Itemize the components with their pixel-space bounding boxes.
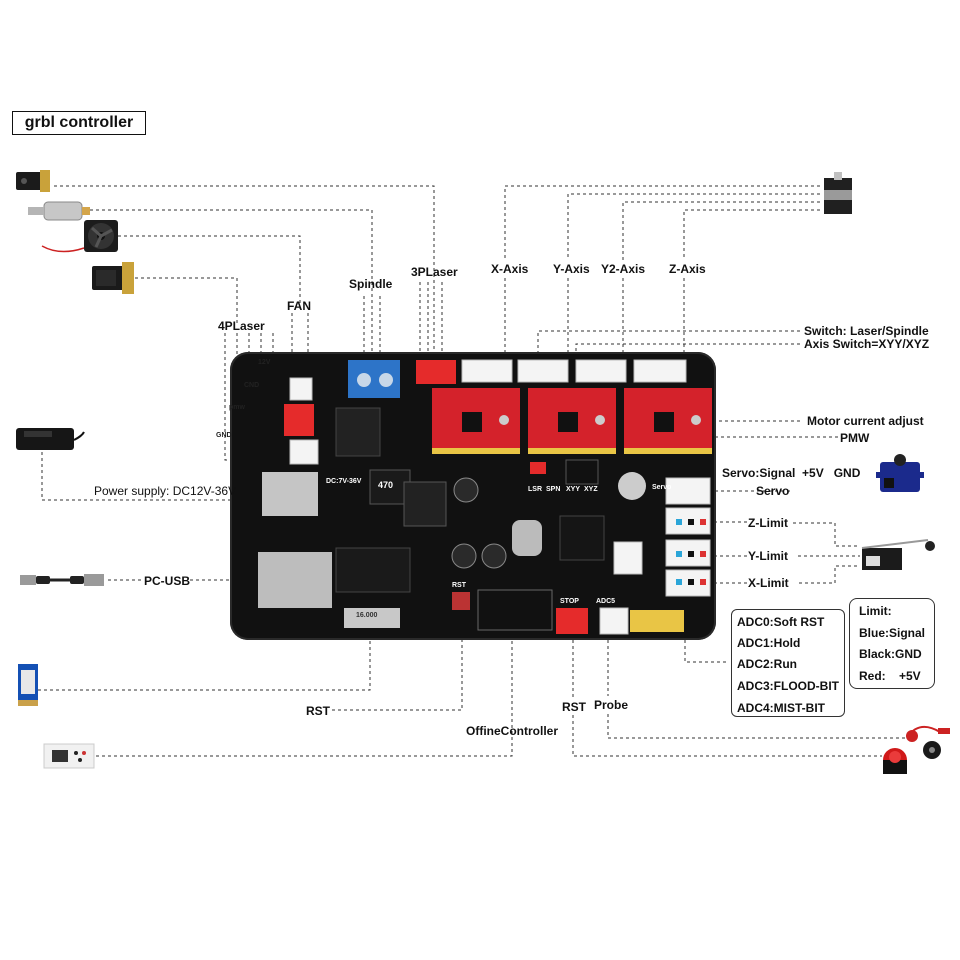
silk-stop: STOP xyxy=(560,598,579,605)
inductor xyxy=(369,469,411,505)
z-axis-line xyxy=(683,209,820,260)
usb-port xyxy=(258,552,332,608)
silk-crystal: 16.000 xyxy=(356,612,378,619)
z-axis-connector xyxy=(633,359,687,383)
offline-header xyxy=(477,589,553,631)
label-switch-laser: Switch: Laser/Spindle xyxy=(804,324,929,338)
limit-item: Red: +5V xyxy=(859,669,921,683)
label-pc-usb: PC-USB xyxy=(144,574,191,588)
servo-connector xyxy=(665,477,711,505)
rst-header xyxy=(344,608,400,628)
power-adapter-icon xyxy=(16,428,85,450)
y-axis-connector xyxy=(517,359,569,383)
pin-pmw: pmw xyxy=(229,404,245,411)
label-offline-controller: OffineController xyxy=(466,724,558,738)
label-x-axis: X-Axis xyxy=(491,262,529,276)
switch-jumper xyxy=(530,462,546,474)
label-probe: Probe xyxy=(594,698,629,712)
limit-switch-icon xyxy=(861,539,935,570)
offline-controller-icon xyxy=(43,743,95,769)
silk-lsr: LSR xyxy=(528,486,542,493)
adc-item: ADC0:Soft RST xyxy=(737,615,825,629)
spindle-motor-icon xyxy=(28,201,90,221)
label-motor-current: Motor current adjust xyxy=(807,414,924,428)
y2-axis-connector xyxy=(575,359,627,383)
stepper-motor-icon xyxy=(824,172,852,214)
stop-button-icon xyxy=(883,748,907,774)
adc-item: ADC4:MIST-BIT xyxy=(737,701,825,715)
label-y2-axis: Y2-Axis xyxy=(601,262,646,276)
pin-12v: 12V xyxy=(258,359,271,366)
fan-line xyxy=(118,235,301,310)
adc-legend-box: ADC0:Soft RST ADC1:Hold ADC2:Run ADC3:FL… xyxy=(731,609,845,717)
laser4p-connector xyxy=(289,439,319,465)
adc-item: ADC2:Run xyxy=(737,657,797,671)
x-axis-line xyxy=(504,185,820,260)
rst-button xyxy=(452,592,470,610)
probe-clip-icon xyxy=(906,725,950,759)
y2-axis-line xyxy=(622,201,820,260)
label-spindle: Spindle xyxy=(349,277,393,291)
adc-header xyxy=(630,610,684,632)
label-fan: FAN xyxy=(287,299,311,313)
bluetooth-module-icon xyxy=(18,664,38,706)
silk-dc: DC:7V-36V xyxy=(326,478,362,485)
mcu-chip xyxy=(559,515,605,561)
fan-icon xyxy=(41,220,118,253)
fan-connector xyxy=(289,377,313,401)
stop-connector xyxy=(556,608,588,634)
silk-xyy: XYY xyxy=(566,486,581,493)
label-3plaser: 3PLaser xyxy=(411,265,458,279)
y-axis-line xyxy=(567,193,820,260)
adc-item: ADC1:Hold xyxy=(737,636,801,650)
laser-module-icon xyxy=(16,170,50,192)
silk-adc5: ADC5 xyxy=(596,598,616,605)
spindle-motor-line xyxy=(90,209,373,356)
limit-legend-box: Limit: Blue:Signal Black:GND Red: +5V xyxy=(849,598,935,689)
label-rst-left: RST xyxy=(306,704,330,718)
silk-rst: RST xyxy=(452,582,466,589)
label-x-limit: X-Limit xyxy=(748,576,789,590)
probe-connector xyxy=(599,607,629,635)
laser-red-connector xyxy=(284,404,314,436)
label-power-supply: Power supply: DC12V-36V xyxy=(94,484,237,498)
label-z-axis: Z-Axis xyxy=(669,262,706,276)
limit-item: Black:GND xyxy=(859,647,922,661)
laser-module-line xyxy=(54,185,435,360)
diagram-title: grbl controller xyxy=(12,111,146,135)
silk-servo: Servo xyxy=(652,484,672,491)
silk-spn: SPN xyxy=(546,486,561,493)
label-axis-switch: Axis Switch=XYY/XYZ xyxy=(804,337,930,351)
label-4plaser: 4PLaser xyxy=(218,319,265,333)
silk-ind: 470 xyxy=(378,480,394,490)
pin-cnd: CND xyxy=(244,382,260,389)
label-z-limit: Z-Limit xyxy=(748,516,788,530)
label-y-axis: Y-Axis xyxy=(553,262,590,276)
laser-4p-icon xyxy=(92,262,134,294)
laser4p-line xyxy=(135,277,238,325)
usb-cable-icon xyxy=(20,574,104,586)
x-axis-connector xyxy=(461,359,513,383)
label-servo: Servo xyxy=(756,484,790,498)
limit-item: Blue:Signal xyxy=(859,626,926,640)
aux-connector xyxy=(613,541,643,575)
label-servo-pins: Servo:Signal +5V GND xyxy=(722,466,861,480)
label-rst-bottom: RST xyxy=(562,700,586,714)
label-pmw: PMW xyxy=(840,431,870,445)
label-y-limit: Y-Limit xyxy=(748,549,789,563)
adc-item: ADC3:FLOOD-BIT xyxy=(737,679,839,693)
silk-xyz: XYZ xyxy=(584,486,598,493)
dc-jack xyxy=(262,472,318,516)
axis-jumper xyxy=(565,459,599,485)
stepper-drivers xyxy=(432,388,712,448)
pin-gnd: GND xyxy=(216,432,232,439)
servo-motor-icon xyxy=(876,454,924,492)
laser3p-connector xyxy=(416,360,456,384)
limit-item: Limit: xyxy=(859,604,892,618)
